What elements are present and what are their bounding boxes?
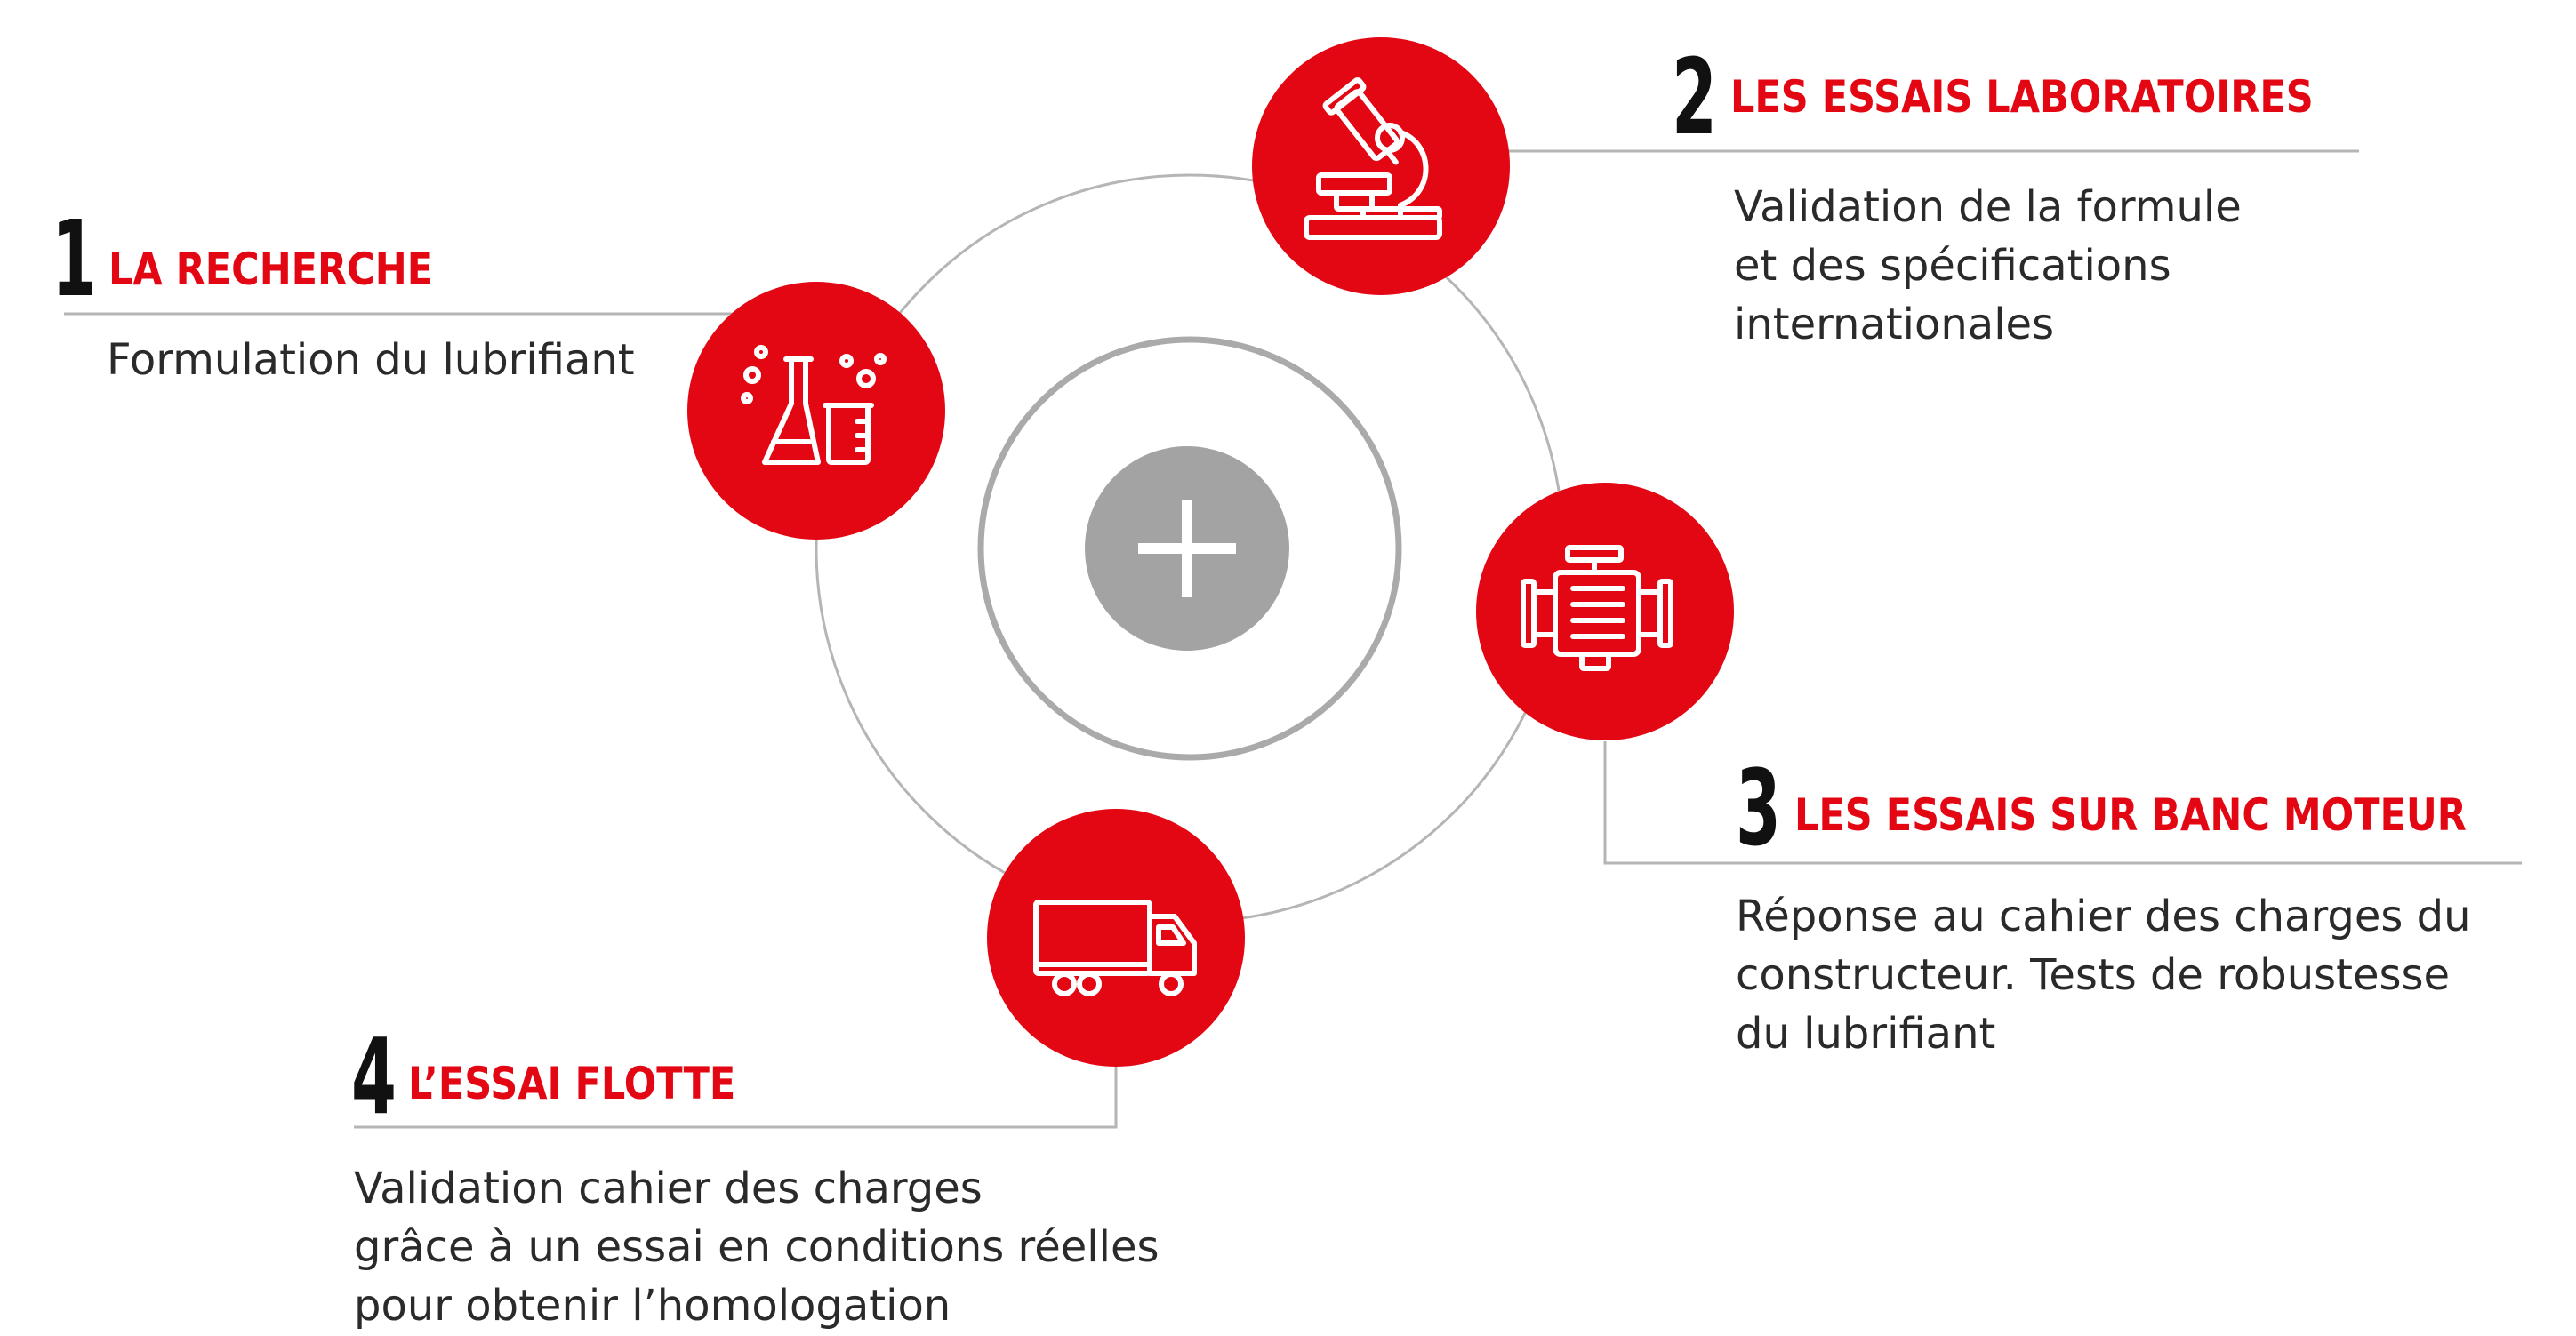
lab-flasks-icon	[741, 345, 887, 465]
step-3-number: 3	[1736, 747, 1781, 869]
connector-line-4	[354, 1067, 1118, 1129]
step-3-description: Réponse au cahier des charges du constru…	[1736, 887, 2471, 1063]
engine-icon	[1521, 545, 1673, 671]
node-2-circle	[1252, 37, 1510, 295]
node-1-circle	[687, 282, 945, 540]
connector-line-3	[1603, 741, 2522, 865]
node-2	[1252, 37, 1510, 295]
step-4-line-1: Validation cahier des charges	[354, 1164, 983, 1213]
step-3-line-1: Réponse au cahier des charges du	[1736, 892, 2471, 941]
plus-icon-vertical	[1182, 500, 1192, 597]
microscope-icon	[1304, 77, 1442, 240]
step-4-line-2: grâce à un essai en conditions réelles	[354, 1222, 1160, 1272]
step-2-line-3: internationales	[1734, 300, 2055, 349]
node-4	[987, 809, 1245, 1067]
step-2-line-1: Validation de la formule	[1734, 182, 2242, 232]
step-2-title: LES ESSAIS LABORATOIRES	[1730, 71, 2314, 123]
step-2-line-2: et des spécifications	[1734, 241, 2171, 291]
node-3	[1476, 483, 1734, 740]
step-4-number: 4	[351, 1015, 397, 1138]
step-4-description: Validation cahier des charges grâce à un…	[354, 1159, 1159, 1335]
orbit-inner-ring	[977, 336, 1402, 761]
step-3-line-2: constructeur. Tests de robustesse	[1736, 950, 2451, 1000]
step-1-number: 1	[52, 197, 97, 320]
step-1-line-1: Formulation du lubrifiant	[107, 335, 635, 385]
node-3-circle	[1476, 483, 1734, 740]
step-4-title: L’ESSAI FLOTTE	[408, 1058, 736, 1109]
step-3-line-3: du lubrifiant	[1736, 1009, 1996, 1059]
step-3-title: LES ESSAIS SUR BANC MOTEUR	[1794, 789, 2467, 841]
node-1	[687, 282, 945, 540]
step-1-title: LA RECHERCHE	[108, 244, 434, 295]
step-2-description: Validation de la formule et des spécific…	[1734, 178, 2242, 354]
node-4-circle	[987, 809, 1245, 1067]
truck-icon	[1033, 900, 1197, 996]
step-4-line-3: pour obtenir l’homologation	[354, 1281, 951, 1331]
step-2-number: 2	[1672, 36, 1717, 158]
step-1-description: Formulation du lubrifiant	[107, 331, 635, 389]
